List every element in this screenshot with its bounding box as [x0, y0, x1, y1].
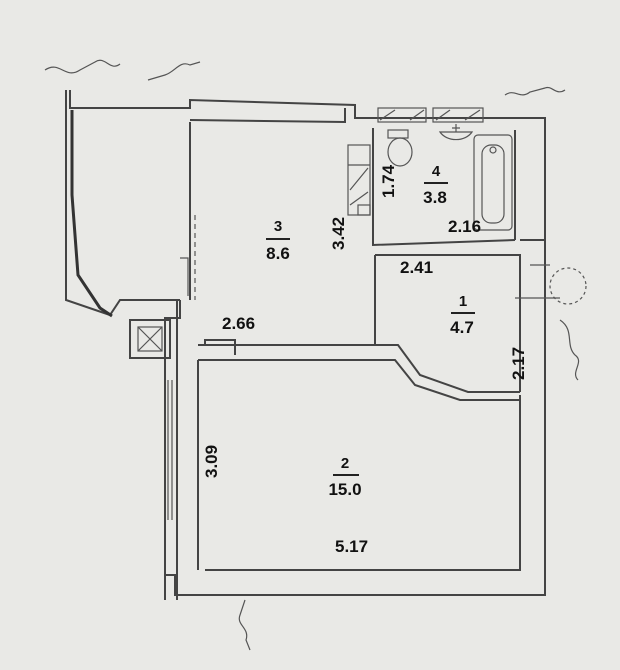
room-4-number: 4: [431, 163, 441, 180]
dimension-3-09: 3.09: [202, 444, 221, 478]
window-strip-left: [167, 380, 173, 520]
break-line-top-middle: [147, 61, 201, 81]
ventilation-shaft: [129, 319, 171, 359]
room-3-number: 3: [273, 218, 283, 235]
kitchen-cabinet: [347, 144, 371, 216]
room-2-number: 2: [340, 455, 350, 472]
dimension-2-17: 2.17: [509, 346, 528, 380]
dimension-5-17: 5.17: [335, 537, 369, 556]
room-1-area: 4.7: [450, 318, 474, 337]
dimension-2-66: 2.66: [222, 314, 256, 333]
room-2-area: 15.0: [328, 480, 362, 499]
break-line-top-left: [44, 59, 121, 74]
room-4-area: 3.8: [423, 188, 447, 207]
interior-walls: [180, 128, 521, 570]
dimension-3-42: 3.42: [329, 216, 348, 250]
exterior-walls: [65, 90, 546, 600]
break-line-top-right: [504, 86, 566, 96]
break-line-bottom: [238, 599, 251, 651]
room-3-rule: [266, 238, 290, 240]
bathroom-fixtures: [377, 107, 513, 231]
room-1-number: 1: [458, 293, 468, 310]
dimension-2-16: 2.16: [448, 217, 482, 236]
right-wall-marks: [515, 264, 560, 299]
room-4-rule: [424, 182, 448, 184]
break-line-right: [559, 319, 580, 381]
room-1-rule: [451, 312, 475, 314]
dimension-1-74: 1.74: [379, 164, 398, 198]
outdoor-unit-symbol: [549, 267, 587, 305]
dimension-2-41: 2.41: [400, 258, 434, 277]
room-3-area: 8.6: [266, 244, 290, 263]
room-2-rule: [333, 474, 359, 476]
